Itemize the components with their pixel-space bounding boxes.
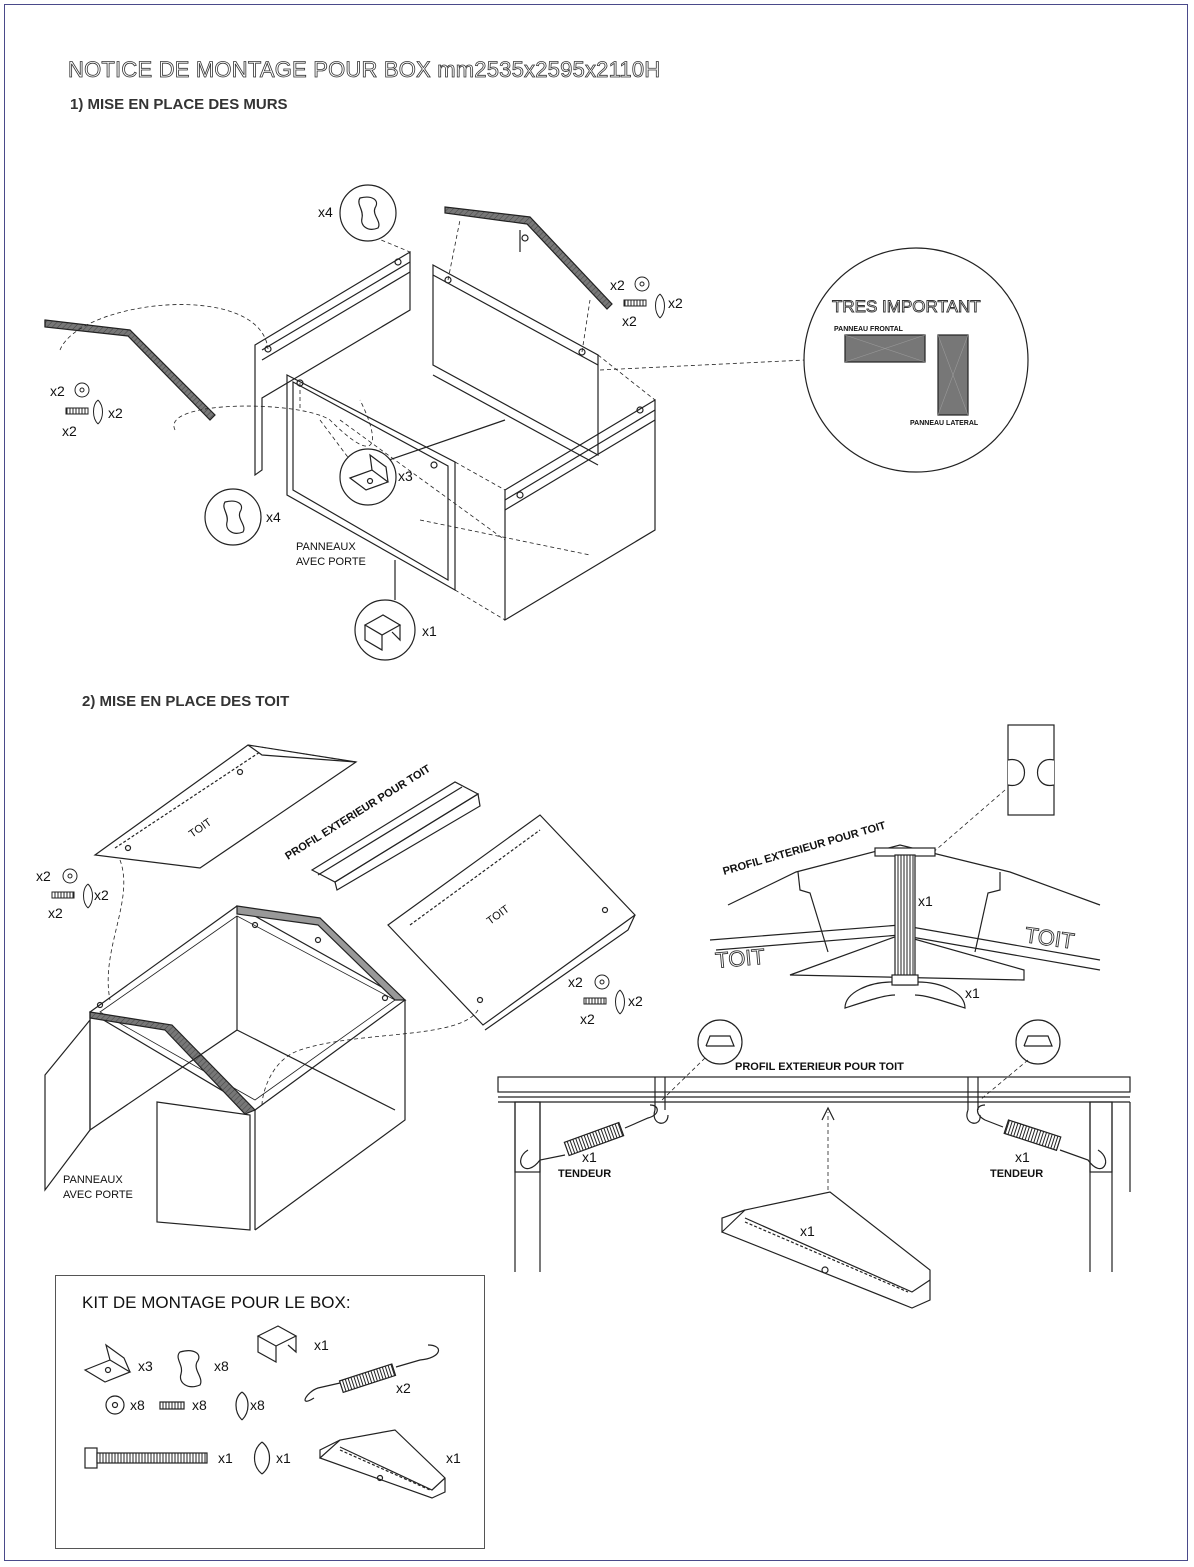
qty-bolts-left: x2 xyxy=(62,423,77,439)
qty-bolts-right: x2 xyxy=(622,313,637,329)
kit-qty-ridge-support: x1 xyxy=(446,1450,461,1466)
qty-washers-roof-right: x2 xyxy=(568,974,583,990)
clip-callout-top xyxy=(339,184,397,242)
kit-qty-washer: x8 xyxy=(130,1397,145,1413)
bolt-icon xyxy=(159,1401,185,1410)
section-2-title: 2) MISE EN PLACE DES TOIT xyxy=(82,693,290,710)
hardware-group-left xyxy=(65,382,103,425)
qty-angle-brackets: x3 xyxy=(398,468,413,484)
qty-clips-bottom: x4 xyxy=(266,509,281,525)
kit-qty-turnbuckle: x2 xyxy=(396,1380,411,1396)
clip-callout-bottom xyxy=(204,488,262,546)
kit-qty-cap-bracket: x1 xyxy=(314,1337,329,1353)
ridge-section-detail xyxy=(709,724,1101,1009)
qty-tensioner-left: x1 xyxy=(582,1149,597,1165)
qty-washers-left: x2 xyxy=(50,383,65,399)
qty-nuts-roof-right: x2 xyxy=(628,993,643,1009)
ridge-beam-detail xyxy=(497,1019,1131,1309)
tensioner-label-right: TENDEUR xyxy=(990,1168,1043,1180)
section-1-drawing xyxy=(44,206,806,622)
kit-qty-angle-bracket: x3 xyxy=(138,1358,153,1374)
back-wall xyxy=(432,263,599,466)
qty-washers-right: x2 xyxy=(610,277,625,293)
box-assembly xyxy=(44,905,407,1231)
door-panels-label-2a: PANNEAUX xyxy=(63,1174,123,1186)
right-gable-panel xyxy=(444,206,613,310)
door-panels-label-2: AVEC PORTE xyxy=(296,556,366,568)
side-panel-label: PANNEAU LATERAL xyxy=(910,420,979,427)
hardware-group-roof-left xyxy=(51,868,93,909)
door-panels-label-2b: AVEC PORTE xyxy=(63,1189,133,1201)
qty-clips-top: x4 xyxy=(318,204,333,220)
qty-nuts-right: x2 xyxy=(668,295,683,311)
mounting-kit-box xyxy=(55,1275,485,1549)
profile-label-beam: PROFIL EXTERIEUR POUR TOIT xyxy=(735,1061,904,1073)
hardware-group-roof-right xyxy=(583,974,625,1015)
qty-tensioner-right: x1 xyxy=(1015,1149,1030,1165)
important-detail xyxy=(803,247,1029,473)
qty-bolts-roof-left: x2 xyxy=(48,905,63,921)
kit-qty-wing-nut-large: x1 xyxy=(276,1450,291,1466)
door-panels-label-1: PANNEAUX xyxy=(296,541,356,553)
ridge-profile-piece xyxy=(310,781,481,891)
qty-wing-nut-detail: x1 xyxy=(965,985,980,1001)
qty-nuts-roof-left: x2 xyxy=(94,887,109,903)
page-title: NOTICE DE MONTAGE POUR BOX mm2535x2595x2… xyxy=(68,57,661,83)
long-bolt-icon xyxy=(84,1447,208,1469)
qty-bolts-roof-right: x2 xyxy=(580,1011,595,1027)
right-side-wall xyxy=(504,398,656,622)
qty-washers-roof-left: x2 xyxy=(36,868,51,884)
wing-nut-icon xyxy=(253,1441,271,1475)
kit-drawing xyxy=(83,1325,446,1499)
qty-ridge-support: x1 xyxy=(800,1223,815,1239)
hardware-group-right xyxy=(623,276,665,319)
front-panel-label: PANNEAU FRONTAL xyxy=(834,326,904,333)
roof-panel-right xyxy=(387,814,636,1031)
angle-bracket-icon xyxy=(83,1343,132,1383)
section-1-title: 1) MISE EN PLACE DES MURS xyxy=(70,96,288,113)
section-2-drawing xyxy=(44,744,636,1231)
wing-nut-icon xyxy=(235,1391,249,1421)
clip-icon xyxy=(177,1350,202,1388)
important-title: TRES IMPORTANT xyxy=(832,297,981,316)
angle-bracket-callout xyxy=(339,448,397,506)
kit-title: KIT DE MONTAGE POUR LE BOX: xyxy=(82,1293,351,1312)
kit-qty-clip: x8 xyxy=(214,1358,229,1374)
qty-long-bolt: x1 xyxy=(918,893,933,909)
kit-qty-bolt: x8 xyxy=(192,1397,207,1413)
turnbuckle-icon xyxy=(304,1344,439,1402)
roof-panel-left xyxy=(93,744,358,869)
left-gable-panel xyxy=(44,319,216,421)
qty-cap-bracket: x1 xyxy=(422,623,437,639)
qty-nuts-left: x2 xyxy=(108,405,123,421)
kit-qty-long-bolt: x1 xyxy=(218,1450,233,1466)
cap-bracket-callout xyxy=(354,599,416,661)
washer-icon xyxy=(105,1395,125,1415)
cap-bracket-icon xyxy=(256,1325,298,1364)
tensioner-label-left: TENDEUR xyxy=(558,1168,611,1180)
page-border xyxy=(4,4,1188,1561)
ridge-support-icon xyxy=(318,1429,446,1499)
kit-qty-wing-nut: x8 xyxy=(250,1397,265,1413)
roof-label-detail-left: TOIT xyxy=(714,944,766,973)
